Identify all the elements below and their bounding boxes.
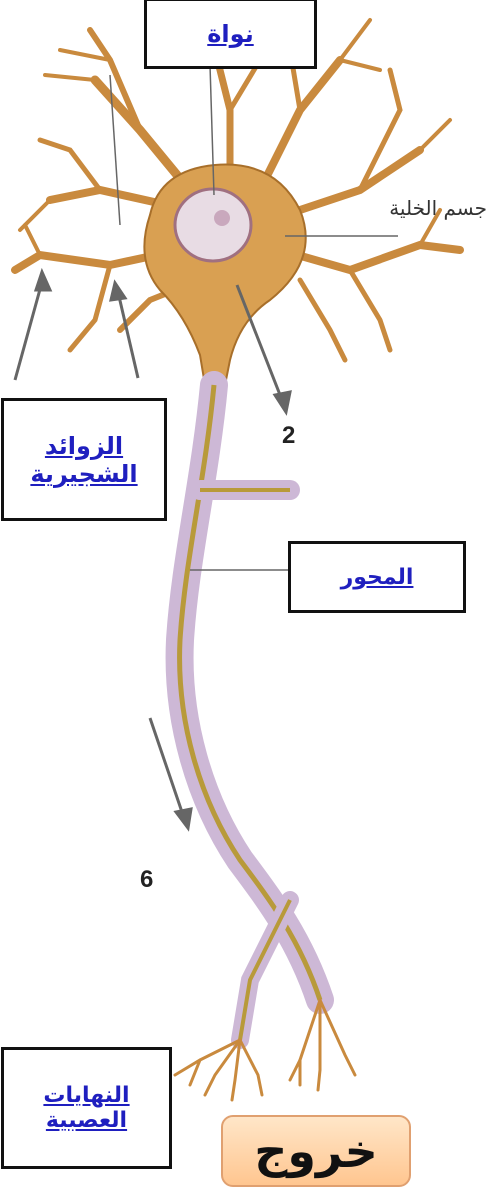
- axon: [180, 385, 320, 1040]
- nucleus-shape: [175, 189, 251, 261]
- number-6: 6: [140, 866, 153, 894]
- nerve-endings-link-line2[interactable]: العصبية: [46, 1108, 127, 1133]
- nerve-endings-label[interactable]: النهايات العصبية: [1, 1047, 172, 1169]
- number-2: 2: [282, 422, 295, 450]
- exit-button[interactable]: خروج: [221, 1115, 411, 1187]
- nucleolus: [214, 210, 230, 226]
- dendrites-link-line2[interactable]: الشجيرية: [30, 460, 137, 488]
- nucleus-label[interactable]: نواة: [144, 0, 317, 69]
- dendrites-link-line1[interactable]: الزوائد: [45, 432, 123, 460]
- axon-label[interactable]: المحور: [288, 541, 466, 613]
- axon-terminals: [175, 1000, 355, 1100]
- nucleus-link[interactable]: نواة: [207, 20, 253, 48]
- nerve-endings-link-line1[interactable]: النهايات: [43, 1083, 129, 1108]
- dendrites-label[interactable]: الزوائد الشجيرية: [1, 398, 167, 521]
- cell-body-label: جسم الخلية: [340, 196, 487, 220]
- axon-link[interactable]: المحور: [341, 565, 414, 590]
